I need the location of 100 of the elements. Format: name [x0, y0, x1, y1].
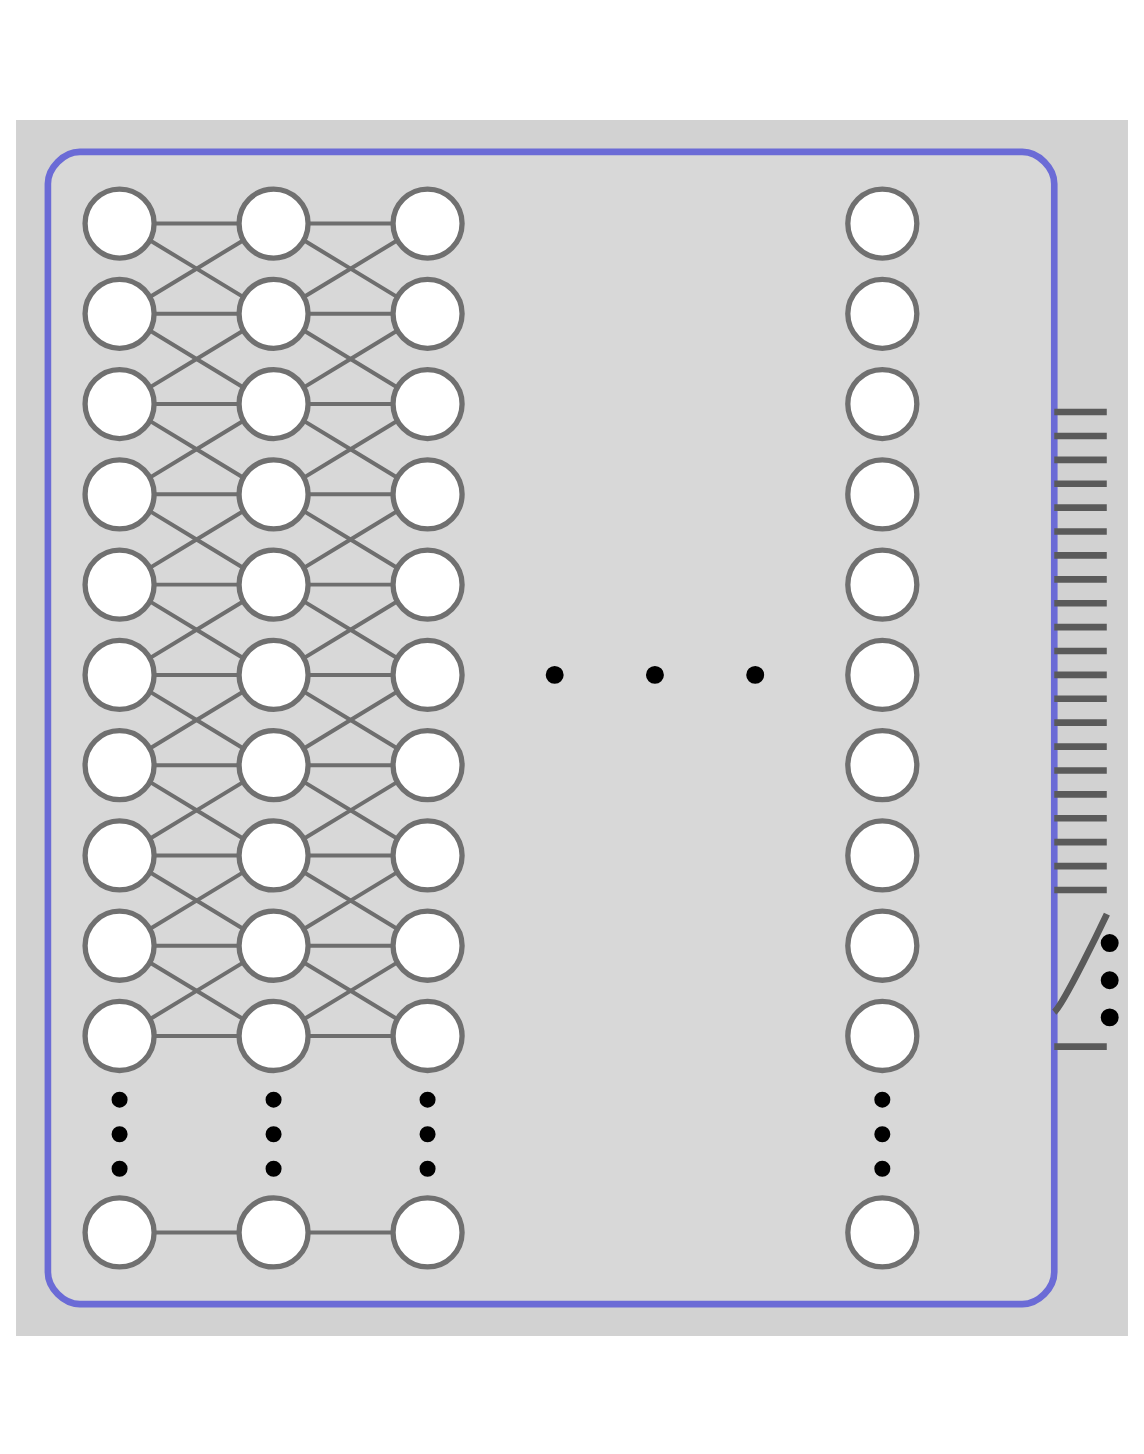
connector: [1054, 790, 1107, 797]
connector: [154, 671, 239, 676]
node-circle: [82, 636, 157, 712]
node-circle: [82, 185, 157, 260]
node-circle: [845, 546, 920, 621]
node-circle: [82, 907, 157, 982]
node-circle: [236, 1194, 311, 1269]
connector: [154, 762, 239, 767]
connector: [154, 1229, 239, 1234]
node-circle: [845, 185, 920, 260]
node-circle: [390, 636, 465, 712]
connector: [1051, 911, 1110, 1014]
connector: [308, 942, 393, 947]
node-circle: [845, 1194, 920, 1269]
connector: [1054, 551, 1107, 558]
node-circle: [236, 636, 311, 712]
node-circle: [390, 185, 465, 260]
connector: [1054, 885, 1107, 893]
node-circle: [236, 997, 311, 1073]
connector: [1054, 646, 1107, 654]
node-circle: [236, 365, 311, 441]
connector: [303, 508, 399, 569]
connector: [303, 779, 399, 840]
connector: [149, 508, 245, 569]
node-circle: [390, 456, 465, 531]
node-circle: [236, 546, 311, 621]
cluster: [44, 147, 1058, 1307]
node-circle: [82, 365, 157, 441]
node-circle: [390, 546, 465, 621]
connector: [149, 598, 245, 659]
node-circle: [82, 1194, 157, 1269]
connector: [154, 220, 239, 225]
node-circle: [236, 456, 311, 531]
node-circle: [845, 727, 920, 802]
connector: [1054, 718, 1107, 725]
connector: [1054, 622, 1107, 630]
connector: [1054, 813, 1107, 821]
connector: [1054, 766, 1107, 773]
connector: [149, 869, 245, 930]
node-circle: [845, 275, 920, 350]
connector: [1054, 598, 1107, 606]
node-circle: [390, 1194, 465, 1269]
node-circle: [845, 997, 920, 1073]
connector: [308, 491, 393, 496]
connector: [303, 418, 399, 479]
connector: [1054, 503, 1107, 510]
connector: [303, 869, 399, 930]
connector: [149, 418, 245, 479]
connector: [154, 581, 239, 586]
connector: [308, 1229, 393, 1234]
node-circle: [845, 636, 920, 712]
connector: [1054, 694, 1107, 702]
connector: [308, 220, 393, 225]
node-circle: [390, 727, 465, 802]
connector: [1054, 527, 1107, 534]
node-circle: [236, 727, 311, 802]
connector: [308, 401, 393, 406]
node-circle: [236, 185, 311, 260]
connector: [154, 852, 239, 857]
connector: [1054, 431, 1107, 439]
connector: [303, 328, 399, 388]
connector: [1054, 742, 1107, 749]
connector: [149, 689, 245, 749]
node-circle: [236, 907, 311, 982]
connector: [308, 671, 393, 676]
node-circle: [236, 275, 311, 350]
connector: [308, 581, 393, 586]
connector: [1054, 575, 1107, 582]
connector: [308, 310, 393, 315]
connector: [1054, 670, 1107, 678]
connector: [1054, 407, 1107, 415]
connector: [308, 1033, 393, 1037]
node-circle: [845, 907, 920, 982]
node-circle: [236, 817, 311, 892]
connector: [1054, 455, 1107, 463]
connector: [303, 689, 399, 749]
connector: [1054, 837, 1107, 845]
connector: [308, 762, 393, 767]
connector: [154, 310, 239, 315]
node-circle: [82, 727, 157, 802]
node-circle: [390, 907, 465, 982]
node-circle: [845, 456, 920, 531]
node-circle: [390, 365, 465, 441]
connector: [149, 237, 245, 298]
connector: [303, 237, 399, 298]
connector: [154, 401, 239, 406]
connector: [1054, 1042, 1107, 1049]
connector: [303, 598, 399, 659]
node-circle: [390, 997, 465, 1073]
connector: [308, 852, 393, 857]
node-circle: [390, 275, 465, 350]
connector: [149, 779, 245, 840]
connector: [154, 491, 239, 496]
connector: [1054, 479, 1107, 487]
node-circle: [82, 275, 157, 350]
node-circle: [82, 456, 157, 531]
node-circle: [82, 997, 157, 1073]
node-circle: [845, 365, 920, 441]
node-circle: [82, 817, 157, 892]
connector: [1054, 861, 1107, 869]
